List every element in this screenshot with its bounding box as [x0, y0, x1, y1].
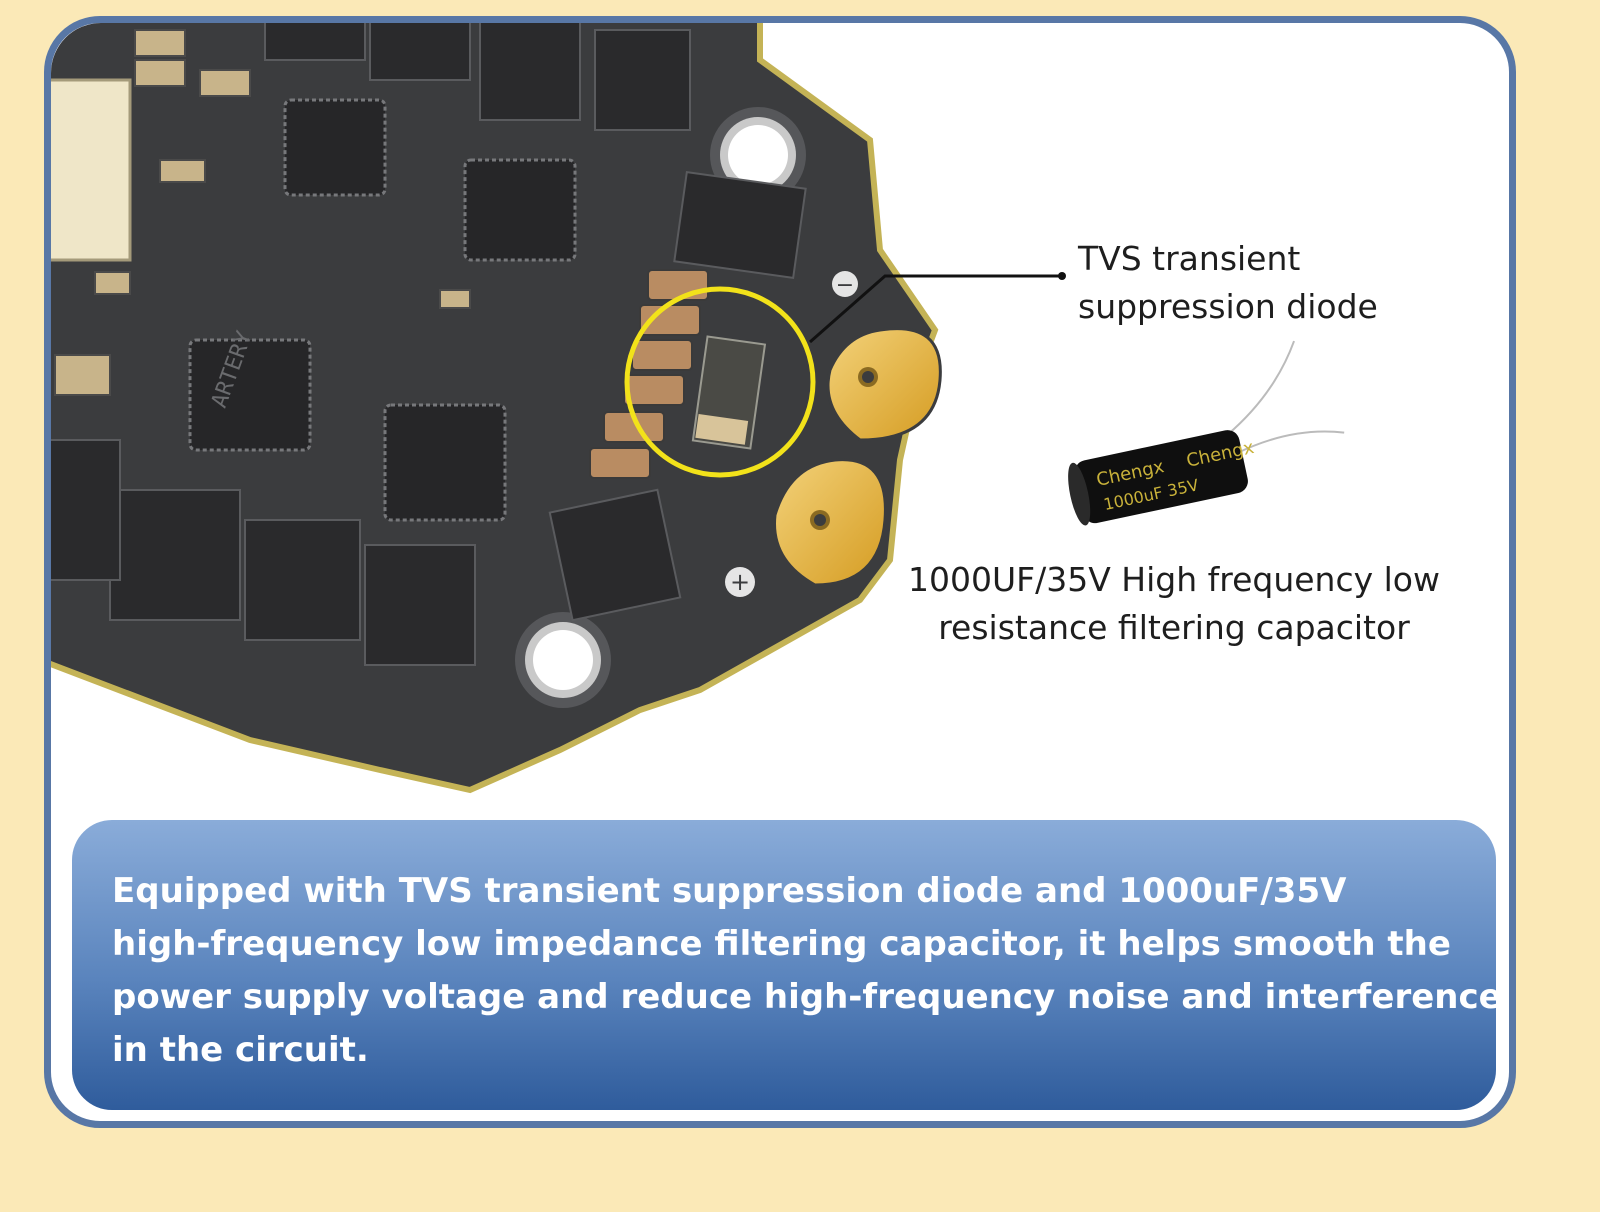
- description-line4: in the circuit.: [112, 1030, 369, 1070]
- description-line2: high-frequency low impedance filtering c…: [112, 924, 1451, 964]
- tvs-label-line2: suppression diode: [1078, 287, 1378, 326]
- cap-label-line2: resistance filtering capacitor: [938, 608, 1410, 647]
- highlight-circle: [624, 286, 816, 478]
- plus-marking: +: [725, 567, 755, 597]
- cap-label-line1: 1000UF/35V High frequency low: [908, 560, 1440, 599]
- capacitor-label: 1000UF/35V High frequency low resistance…: [880, 556, 1468, 652]
- minus-marking: −: [832, 271, 858, 298]
- description-box: Equipped with TVS transient suppression …: [72, 820, 1502, 1110]
- description-text: Equipped with TVS transient suppression …: [112, 865, 1502, 1077]
- connector: [51, 78, 132, 262]
- battery-pad-minus: [826, 327, 942, 442]
- svg-text:+: +: [730, 568, 750, 596]
- battery-pad-plus: [773, 458, 887, 587]
- callout-line: [809, 274, 1062, 344]
- svg-text:−: −: [836, 273, 854, 298]
- electrolytic-capacitor: Chengx 1000uF 35V Chengx: [1068, 340, 1345, 526]
- description-line1: Equipped with TVS transient suppression …: [112, 871, 1347, 911]
- tvs-label-line1: TVS transient: [1078, 239, 1301, 278]
- mounting-hole: [515, 612, 611, 708]
- tvs-diode-label: TVS transient suppression diode: [1078, 235, 1378, 331]
- tvs-diode: [691, 335, 767, 450]
- description-line3: power supply voltage and reduce high-fre…: [112, 977, 1502, 1017]
